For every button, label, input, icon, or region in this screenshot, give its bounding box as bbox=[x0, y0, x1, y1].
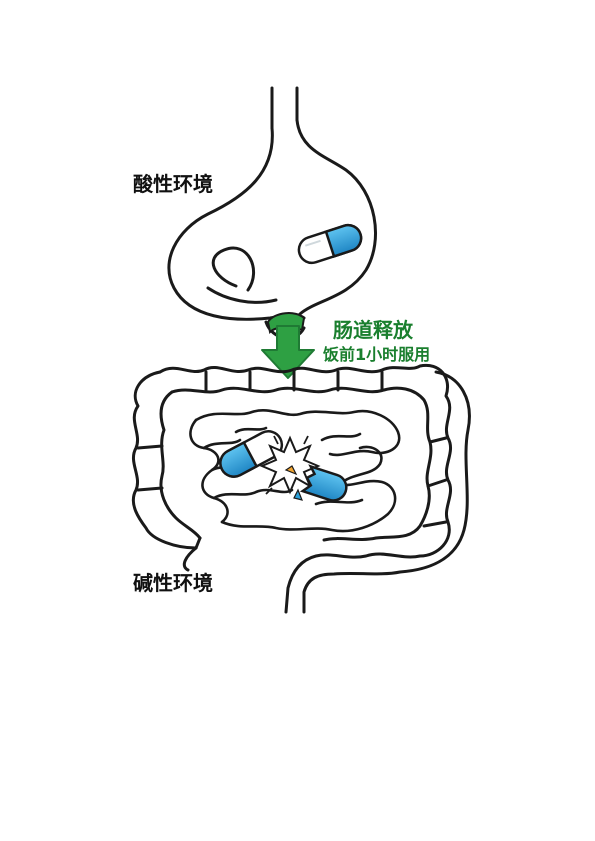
burst-release-icon bbox=[259, 435, 321, 501]
small-intestine-icon bbox=[189, 409, 401, 533]
large-intestine-icon bbox=[131, 363, 471, 614]
capsule-icon bbox=[297, 223, 363, 265]
dosing-timing-label: 饭前1小时服用 bbox=[323, 345, 431, 364]
broken-capsule-icon bbox=[299, 464, 348, 502]
acid-environment-label: 酸性环境 bbox=[133, 172, 213, 196]
intestine-capsule-icon bbox=[219, 430, 284, 478]
alkaline-environment-label: 碱性环境 bbox=[133, 571, 213, 595]
intestinal-release-label: 肠道释放 bbox=[333, 318, 413, 342]
down-arrow-icon bbox=[261, 325, 315, 379]
stomach-icon bbox=[167, 86, 378, 340]
